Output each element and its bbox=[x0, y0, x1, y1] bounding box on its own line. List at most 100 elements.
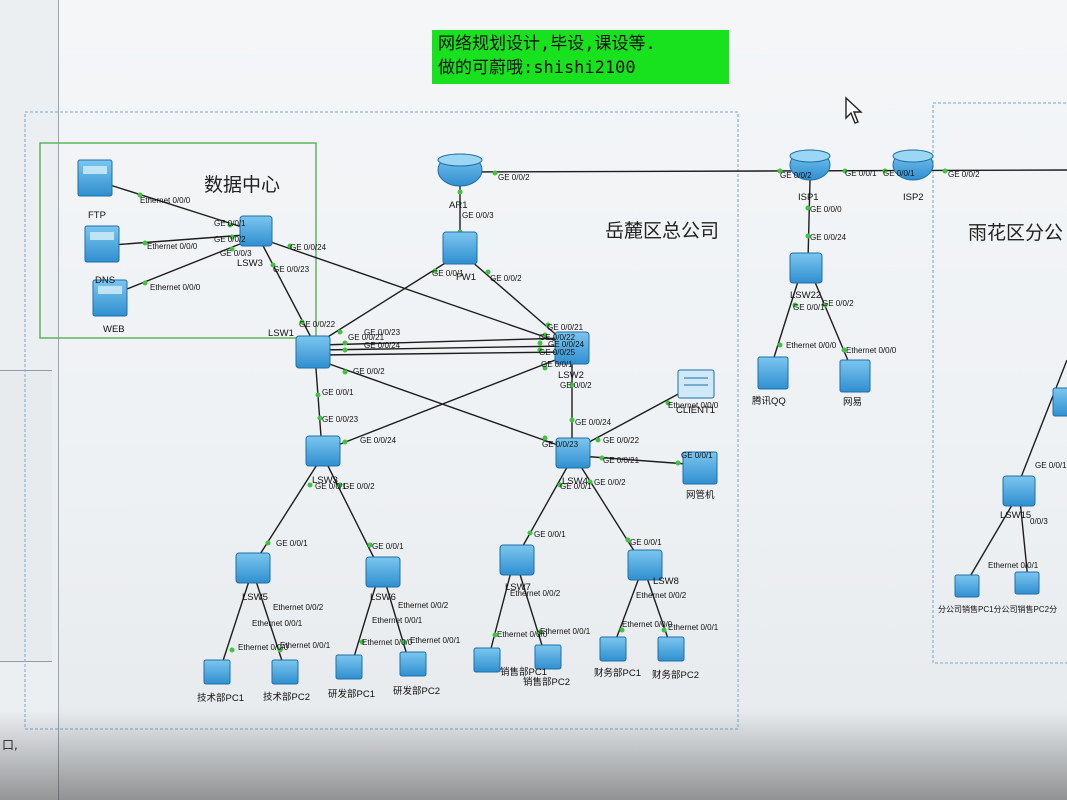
branch-title: 雨花区分公 bbox=[968, 222, 1064, 244]
port-lsw6-e2: Ethernet 0/0/2 bbox=[398, 601, 449, 610]
port-lsw8-1: GE 0/0/1 bbox=[630, 538, 662, 547]
port-isp1-2: GE 0/0/2 bbox=[780, 171, 812, 180]
netadmin-server[interactable] bbox=[682, 451, 718, 485]
port-ftp: Ethernet 0/0/0 bbox=[140, 196, 191, 205]
switch-lsw3b[interactable] bbox=[305, 435, 341, 467]
port-fw1-1: GE 0/0/1 bbox=[432, 269, 464, 278]
link-isp1-lsw22 bbox=[807, 179, 811, 261]
mouse-cursor-icon bbox=[845, 96, 863, 124]
switch-lsw22[interactable] bbox=[789, 252, 823, 284]
port-lsw4-2: GE 0/0/2 bbox=[594, 478, 626, 487]
link-dns-lsw3 bbox=[111, 234, 246, 246]
switch-lsw3[interactable] bbox=[239, 215, 273, 247]
left-subpanel bbox=[0, 370, 52, 662]
label-qq: 腾讯QQ bbox=[752, 395, 786, 407]
port-lsw3-1: GE 0/0/1 bbox=[214, 219, 246, 228]
firewall-fw1[interactable] bbox=[442, 231, 478, 265]
hq-title: 岳麓区总公司 bbox=[605, 220, 720, 242]
label-dns: DNS bbox=[95, 275, 115, 286]
server-qq[interactable] bbox=[757, 356, 789, 390]
switch-lsw8[interactable] bbox=[627, 549, 663, 581]
link-lsw5-pc2 bbox=[254, 577, 286, 671]
label-isp2: ISP2 bbox=[903, 192, 924, 203]
pc-sales2[interactable] bbox=[534, 644, 562, 670]
link-lsw4-client bbox=[577, 384, 696, 449]
switch-lsw7[interactable] bbox=[499, 544, 535, 576]
port-dns: Ethernet 0/0/0 bbox=[147, 242, 198, 251]
label-branch-pcs: 分公司销售PC1分公司销售PC2分 bbox=[938, 604, 1057, 614]
switch-lsw1[interactable] bbox=[295, 335, 331, 369]
banner-line2: 做的可蔚哦:shishi2100 bbox=[438, 58, 636, 78]
port-lsw3-2: GE 0/0/2 bbox=[214, 235, 246, 244]
pc-fin1[interactable] bbox=[599, 636, 627, 662]
port-lsw2-1: GE 0/0/1 bbox=[541, 360, 573, 369]
left-side-panel: 口, bbox=[0, 0, 59, 800]
pc-rd2[interactable] bbox=[399, 651, 427, 677]
pc-tech1[interactable] bbox=[203, 659, 231, 685]
pc-sales1[interactable] bbox=[473, 647, 501, 673]
router-isp1[interactable] bbox=[789, 149, 831, 181]
label-lsw15: LSW15 bbox=[1000, 510, 1031, 521]
label-lsw3b: LSW3 bbox=[312, 475, 338, 486]
pc-branch1[interactable] bbox=[954, 574, 980, 598]
port-netadmin: GE 0/0/1 bbox=[681, 451, 713, 460]
router-isp2[interactable] bbox=[892, 149, 934, 181]
switch-lsw15[interactable] bbox=[1002, 475, 1036, 507]
label-lsw7: LSW7 bbox=[505, 582, 531, 593]
port-lsw15-1: GE 0/0/1 bbox=[1035, 461, 1067, 470]
pc-fin2[interactable] bbox=[657, 636, 685, 662]
switch-lsw2[interactable] bbox=[554, 331, 590, 365]
port-lsw22-1: GE 0/0/1 bbox=[793, 303, 825, 312]
link-lsw22-wangyi bbox=[811, 274, 853, 371]
pc-tech2[interactable] bbox=[271, 659, 299, 685]
link-lsw3b-lsw5 bbox=[249, 459, 321, 571]
label-client: CLIENT1 bbox=[676, 405, 715, 416]
port-pc-tech2: Ethernet 0/0/1 bbox=[280, 641, 331, 650]
router-ar1[interactable] bbox=[437, 153, 483, 187]
server-wangyi[interactable] bbox=[839, 359, 871, 393]
link-lsw1-lsw3b bbox=[314, 354, 323, 451]
link-lsw1-lsw4 bbox=[317, 359, 573, 451]
port-lsw4-23: GE 0/0/23 bbox=[542, 440, 579, 449]
port-ar1-2: GE 0/0/2 bbox=[498, 173, 530, 182]
port-lsw4-1: GE 0/0/1 bbox=[560, 482, 592, 491]
port-pc-rd1: Ethernet 0/0/0 bbox=[362, 638, 413, 647]
banner-line1: 网络规划设计,毕设,课设等. bbox=[438, 34, 656, 54]
port-lsw3-23: GE 0/0/23 bbox=[273, 265, 310, 274]
branch-device-edge[interactable] bbox=[1052, 387, 1067, 417]
server-web[interactable] bbox=[92, 279, 128, 317]
port-lsw2-2: GE 0/0/2 bbox=[560, 381, 592, 390]
link-lsw3-lsw1 bbox=[259, 239, 316, 346]
port-lsw5-e1: Ethernet 0/0/1 bbox=[252, 619, 303, 628]
server-ftp[interactable] bbox=[77, 159, 113, 197]
switch-lsw6[interactable] bbox=[365, 556, 401, 588]
port-lsw5-1: GE 0/0/1 bbox=[276, 539, 308, 548]
link-lsw15-pc1 bbox=[964, 499, 1016, 586]
hq-region-frame bbox=[24, 111, 739, 730]
link-fw1-lsw1 bbox=[314, 259, 451, 346]
watermark-banner: 网络规划设计,毕设,课设等. 做的可蔚哦:shishi2100 bbox=[432, 30, 729, 84]
label-pc-rd2: 研发部PC2 bbox=[393, 685, 440, 697]
label-pc-tech2: 技术部PC2 bbox=[263, 691, 310, 703]
port-lsw22-2: GE 0/0/2 bbox=[822, 299, 854, 308]
port-isp1-0: GE 0/0/0 bbox=[810, 205, 842, 214]
server-dns[interactable] bbox=[84, 225, 120, 263]
link-lsw1-lsw2-b bbox=[319, 345, 569, 351]
label-web: WEB bbox=[103, 324, 125, 335]
label-lsw6: LSW6 bbox=[370, 592, 396, 603]
port-lsw7-e2: Ethernet 0/0/2 bbox=[510, 589, 561, 598]
link-web-lsw3 bbox=[111, 241, 246, 296]
pc-rd1[interactable] bbox=[335, 654, 363, 680]
pc-branch2[interactable] bbox=[1014, 571, 1040, 595]
switch-lsw4[interactable] bbox=[555, 437, 591, 469]
switch-lsw5[interactable] bbox=[235, 552, 271, 584]
port-isp2-1: GE 0/0/1 bbox=[883, 169, 915, 178]
port-pc-fin1: Ethernet 0/0/0 bbox=[622, 620, 673, 629]
port-lsw15-3: 0/0/3 bbox=[1030, 517, 1048, 526]
label-ar1: AR1 bbox=[449, 200, 467, 211]
port-lsw4-24: GE 0/0/24 bbox=[575, 418, 612, 427]
link-lsw3-lsw2 bbox=[264, 239, 569, 346]
client-cloud[interactable] bbox=[677, 369, 715, 399]
label-fw1: FW1 bbox=[456, 272, 476, 283]
